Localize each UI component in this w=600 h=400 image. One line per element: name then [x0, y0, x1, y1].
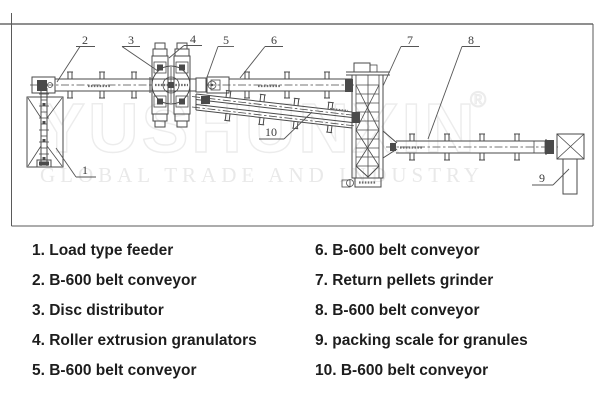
callout-4: 4	[168, 32, 202, 59]
illegible-inline-label	[329, 107, 349, 113]
legend-item-2: 2. B-600 belt conveyor	[32, 272, 197, 289]
belt-conveyor-8-drawing	[386, 133, 558, 161]
watermark-tagline-text: GLOBAL TRADE AND INDUSTRY	[40, 163, 484, 187]
load-type-feeder-drawing	[26, 88, 64, 168]
watermark: YUSHUNXIN ® GLOBAL TRADE AND INDUSTRY	[38, 86, 487, 187]
legend-item-8: 8. B-600 belt conveyor	[315, 302, 480, 319]
legend-item-1: 1. Load type feeder	[32, 242, 174, 259]
legend-item-7: 7. Return pellets grinder	[315, 272, 494, 289]
watermark-brand-text: YUSHUNXIN	[38, 89, 477, 167]
callout-3: 3	[121, 33, 159, 72]
legend-column-left: 1. Load type feeder 2. B-600 belt convey…	[32, 236, 257, 386]
svg-text:7: 7	[407, 33, 413, 47]
callout-1: 1	[55, 147, 96, 178]
production-line-diagram: YUSHUNXIN ® GLOBAL TRADE AND INDUSTRY	[0, 13, 594, 227]
legend-item-10: 10. B-600 belt conveyor	[315, 362, 489, 379]
return-pellets-grinder-drawing	[341, 62, 398, 188]
svg-text:5: 5	[223, 33, 229, 47]
svg-text:8: 8	[468, 33, 474, 47]
packing-scale-drawing	[556, 133, 585, 195]
svg-text:1: 1	[82, 163, 88, 177]
svg-text:10: 10	[265, 125, 277, 139]
inclined-return-conveyor-drawing	[191, 89, 360, 134]
callout-5: 5	[205, 33, 234, 81]
callouts: 1 2 3 4 5	[55, 32, 570, 186]
svg-text:2: 2	[82, 33, 88, 47]
legend-item-6: 6. B-600 belt conveyor	[315, 242, 480, 259]
callout-6: 6	[239, 33, 283, 79]
legend-item-3: 3. Disc distributor	[32, 302, 164, 319]
callout-2: 2	[56, 33, 95, 83]
roller-extrusion-granulators-drawing	[151, 42, 191, 128]
svg-text:9: 9	[539, 171, 545, 185]
registered-trademark-icon: ®	[470, 87, 486, 112]
svg-text:6: 6	[271, 33, 277, 47]
legend-item-5: 5. B-600 belt conveyor	[32, 362, 197, 379]
svg-text:4: 4	[190, 32, 196, 46]
callout-9: 9	[532, 168, 570, 186]
callout-10: 10	[259, 111, 313, 140]
callout-8: 8	[427, 33, 480, 140]
legend-item-4: 4. Roller extrusion granulators	[32, 332, 257, 349]
legend-column-right: 6. B-600 belt conveyor 7. Return pellets…	[315, 236, 528, 386]
svg-text:3: 3	[128, 33, 134, 47]
drawing-frame	[0, 13, 594, 227]
belt-conveyor-2-drawing	[30, 71, 152, 99]
legend-item-9: 9. packing scale for granules	[315, 332, 528, 349]
callout-7: 7	[382, 33, 419, 87]
legend: 1. Load type feeder 2. B-600 belt convey…	[0, 236, 600, 396]
belt-conveyor-6-drawing	[206, 71, 354, 99]
